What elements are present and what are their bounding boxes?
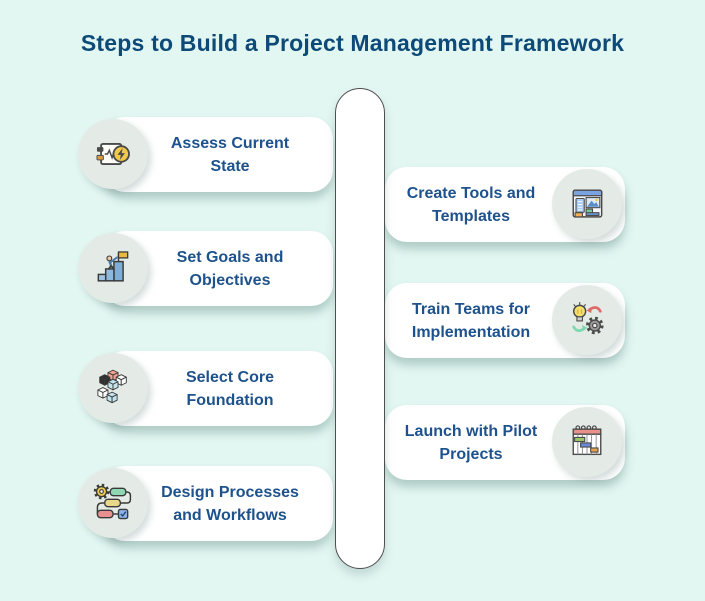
assessment-device-icon xyxy=(96,143,130,165)
step-icon-circle xyxy=(78,468,148,538)
step-label: Create Tools and Templates xyxy=(406,184,536,225)
step-label: Design Processes and Workflows xyxy=(161,483,299,524)
step-label: Launch with Pilot Projects xyxy=(404,422,538,463)
step-icon-circle xyxy=(78,233,148,303)
step-row-set-goals: Set Goals and Objectives xyxy=(78,231,333,306)
step-row-assess-current-state: Assess Current State xyxy=(78,117,333,192)
idea-gear-cycle-icon xyxy=(572,302,604,335)
step-icon-circle xyxy=(78,353,148,423)
step-row-create-tools: Create Tools and Templates xyxy=(385,167,625,242)
step-label: Set Goals and Objectives xyxy=(176,248,284,289)
center-spine-capsule xyxy=(335,88,385,569)
page-title: Steps to Build a Project Management Fram… xyxy=(80,30,625,56)
gantt-chart-icon xyxy=(572,425,602,456)
template-window-icon xyxy=(572,189,603,218)
step-row-design-processes: Design Processes and Workflows xyxy=(78,466,333,541)
goal-flag-podium-icon xyxy=(97,251,129,282)
step-icon-circle xyxy=(552,285,622,355)
step-row-train-teams: Train Teams for Implementation xyxy=(385,283,625,358)
step-icon-circle xyxy=(552,169,622,239)
step-label: Assess Current State xyxy=(170,134,290,175)
step-label: Select Core Foundation xyxy=(185,368,275,409)
step-row-launch-pilot: Launch with Pilot Projects xyxy=(385,405,625,480)
workflow-flowchart-icon xyxy=(93,483,132,520)
step-label: Train Teams for Implementation xyxy=(411,300,531,341)
step-icon-circle xyxy=(552,407,622,477)
building-blocks-icon xyxy=(97,369,127,404)
step-icon-circle xyxy=(78,119,148,189)
step-row-select-core-foundation: Select Core Foundation xyxy=(78,351,333,426)
